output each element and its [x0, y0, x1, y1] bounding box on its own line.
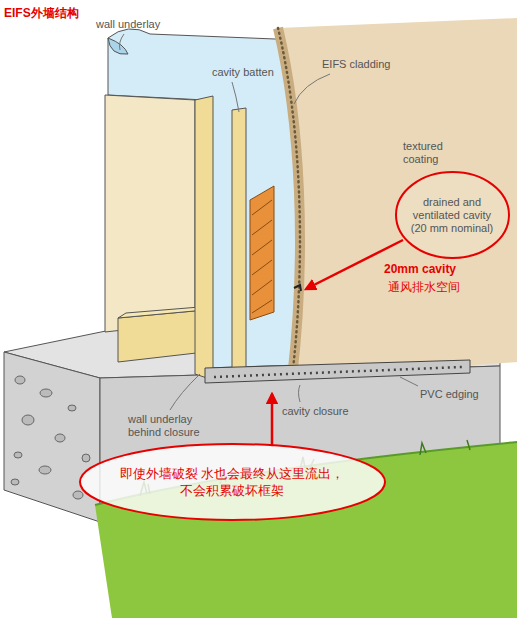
pebble	[39, 466, 51, 474]
leader-line	[232, 82, 239, 112]
pebble	[55, 434, 65, 442]
ellipse-shape	[396, 172, 509, 258]
callout-text: 即使外墙破裂 水也会最终从这里流出，不会积累破坏框架	[105, 465, 360, 499]
pebble	[68, 405, 76, 411]
red-arrow	[271, 394, 274, 447]
underlay-curl	[108, 38, 128, 54]
foundation-side	[4, 352, 100, 522]
part-label: cavity batten	[212, 66, 274, 79]
pebble	[15, 376, 25, 384]
part-label: 20mm cavity	[384, 262, 456, 277]
wall-panel	[105, 95, 195, 332]
part-label: wall underlay behind closure	[128, 413, 218, 439]
callout-ellipse: drained and ventilated cavity (20 mm nom…	[395, 171, 510, 259]
cavity-closure-holes	[214, 367, 462, 377]
cladding-texture	[278, 28, 300, 378]
part-label: EIFS cladding	[322, 58, 390, 71]
part-label: 通风排水空间	[388, 280, 460, 295]
cladding-edge	[278, 28, 300, 378]
cavity-batten	[232, 108, 246, 374]
pebble	[73, 491, 83, 499]
pebble	[11, 479, 19, 485]
diagram-title: EIFS外墙结构	[4, 6, 79, 20]
bottom-plate	[118, 310, 205, 362]
timber-framing	[250, 186, 274, 320]
leader-line	[294, 74, 330, 104]
part-label: textured coating	[403, 140, 459, 166]
part-label: PVC edging	[420, 388, 479, 401]
part-label: wall underlay	[96, 18, 160, 31]
pebble	[14, 452, 22, 458]
pebble	[82, 454, 90, 462]
leader-line	[170, 374, 200, 410]
callout-ellipse: 即使外墙破裂 水也会最终从这里流出，不会积累破坏框架	[79, 443, 386, 521]
ellipse-outline	[79, 443, 386, 521]
pebble	[22, 415, 34, 425]
leader-line	[299, 385, 301, 402]
leader-line	[120, 34, 125, 50]
pvc-edging	[205, 360, 470, 383]
timber-grain	[252, 200, 272, 313]
grass	[95, 442, 517, 618]
ellipse-shape	[80, 444, 385, 520]
callout-text: drained and ventilated cavity (20 mm nom…	[406, 196, 498, 235]
pebble	[40, 389, 52, 397]
fixing-clip	[294, 285, 301, 291]
part-label: cavity closure	[282, 405, 349, 418]
eifs-cladding	[278, 18, 517, 378]
leader-line	[400, 377, 418, 386]
timber-stud	[195, 96, 213, 380]
